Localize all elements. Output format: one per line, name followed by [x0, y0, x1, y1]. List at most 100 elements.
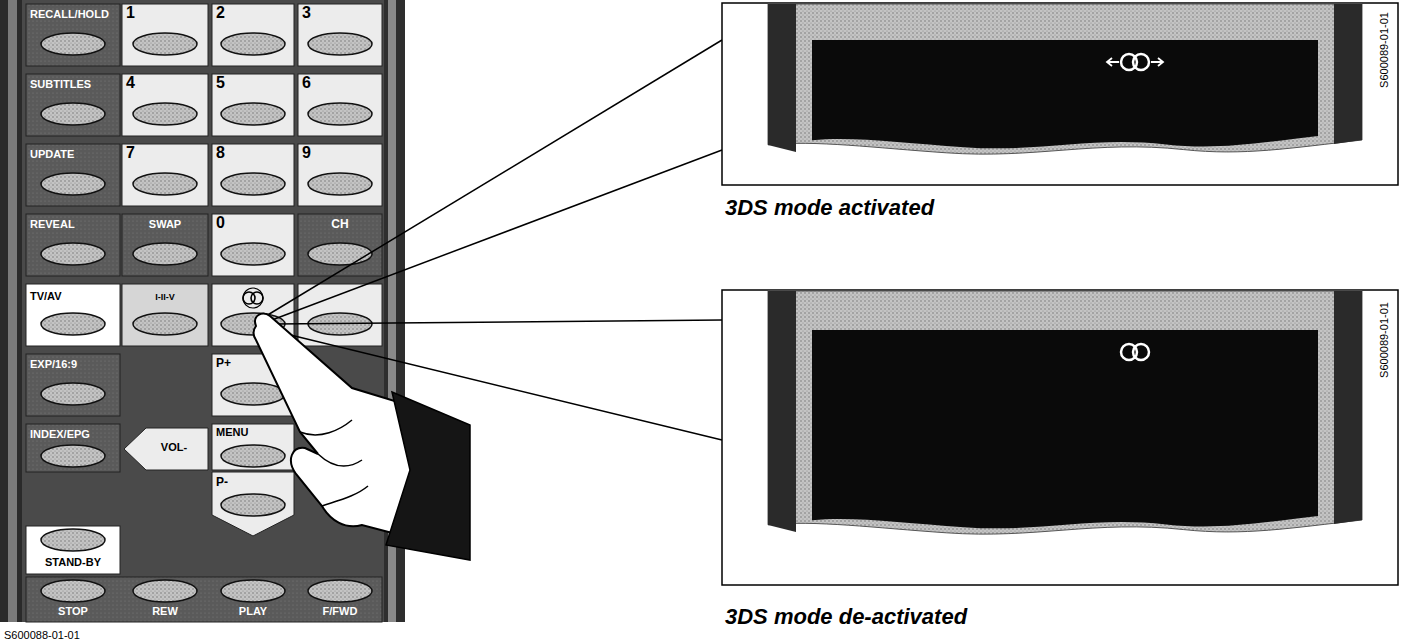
key-cell	[212, 74, 294, 136]
caption: 3DS mode activated	[725, 195, 934, 220]
remote-button	[221, 494, 285, 516]
tv-panel	[722, 3, 1398, 185]
remote-button	[41, 243, 105, 265]
key-cell	[298, 4, 382, 66]
key-label: P+	[216, 357, 231, 371]
remote-button	[308, 173, 372, 195]
key-label: INDEX/EPG	[30, 428, 90, 441]
tv-screen	[812, 330, 1318, 528]
remote-button	[41, 313, 105, 335]
key-label: SUBTITLES	[30, 78, 91, 91]
remote-button	[133, 103, 197, 125]
key-label: SWAP	[149, 218, 181, 231]
tv-bezel	[768, 4, 1362, 154]
key-cell	[212, 4, 294, 66]
remote-left-edge	[0, 0, 22, 622]
key-label: F/FWD	[323, 605, 358, 618]
key-cell	[26, 4, 120, 66]
key-cell	[26, 74, 120, 136]
volume-arrow-key	[124, 428, 208, 470]
key-cell	[212, 144, 294, 206]
tv-side	[768, 4, 796, 152]
key-label: MENU	[216, 426, 248, 439]
remote-button	[221, 173, 285, 195]
remote-button	[41, 103, 105, 125]
callout-line	[272, 150, 722, 320]
remote-button	[41, 445, 105, 467]
remote-button	[133, 173, 197, 195]
remote-button	[41, 33, 105, 55]
remote-button	[221, 33, 285, 55]
tv-side	[768, 291, 796, 532]
remote-button	[308, 243, 372, 265]
key-cell	[122, 284, 208, 346]
key-cell	[26, 284, 120, 346]
symbol-ring	[243, 288, 263, 308]
key-number: 4	[126, 74, 135, 92]
sleeve	[386, 392, 470, 560]
remote-button	[221, 383, 285, 405]
hand-outline	[253, 314, 420, 535]
key-cell	[26, 577, 382, 622]
symbol-arrows	[1107, 58, 1163, 66]
symbol-ring	[1133, 344, 1149, 360]
panel-frame	[722, 3, 1398, 185]
key-cell	[298, 74, 382, 136]
remote-button	[41, 173, 105, 195]
key-cell	[122, 4, 208, 66]
key-cell	[26, 526, 120, 574]
key-cell	[212, 214, 294, 276]
key-cell	[122, 144, 208, 206]
key-label: VOL-	[161, 441, 187, 454]
key-number: 1	[126, 4, 135, 22]
key-number: 8	[216, 144, 225, 162]
remote-button	[308, 33, 372, 55]
remote-button	[133, 313, 197, 335]
remote-button	[221, 445, 285, 467]
remote-left-edge-highlight	[8, 0, 17, 622]
callout-line	[274, 320, 722, 324]
key-label: CH	[331, 218, 348, 232]
key-cell	[298, 214, 382, 276]
remote-button	[133, 580, 197, 602]
remote-button	[308, 580, 372, 602]
key-label: REW	[152, 605, 178, 618]
key-cell	[26, 424, 120, 472]
key-number: 3	[302, 4, 311, 22]
panel-frame	[722, 290, 1398, 585]
symbol-ring	[251, 292, 263, 304]
figure-code: S600089-01-01	[1378, 12, 1391, 88]
key-number: 6	[302, 74, 311, 92]
key-label: TV/AV	[30, 290, 62, 303]
remote-button	[41, 529, 105, 551]
remote-button	[41, 383, 105, 405]
remote-button	[133, 33, 197, 55]
key-label: REVEAL	[30, 218, 75, 231]
key-cell	[122, 74, 208, 136]
key-cell	[26, 214, 120, 276]
key-number: 0	[216, 214, 225, 232]
key-cell	[26, 354, 120, 416]
tv-side	[1334, 4, 1362, 144]
pointing-hand	[253, 314, 470, 560]
remote-control	[0, 0, 405, 622]
key-number: 2	[216, 4, 225, 22]
3ds-screen-symbol	[1121, 344, 1149, 360]
figure-code: S600089-01-01	[1378, 302, 1391, 378]
key-label: STAND-BY	[45, 556, 101, 569]
key-label: RECALL/HOLD	[30, 8, 109, 21]
key-label: EXP/16:9	[30, 358, 77, 371]
key-cell	[122, 214, 208, 276]
callout-line	[266, 40, 722, 316]
remote-body	[0, 0, 405, 622]
tv-panel	[722, 290, 1398, 585]
tv-screen	[812, 40, 1318, 148]
key-cell	[298, 284, 382, 346]
key-number: 5	[216, 74, 225, 92]
remote-button	[308, 103, 372, 125]
key-cell	[26, 144, 120, 206]
caption: 3DS mode de-activated	[725, 604, 967, 629]
key-label: P-	[216, 476, 228, 490]
